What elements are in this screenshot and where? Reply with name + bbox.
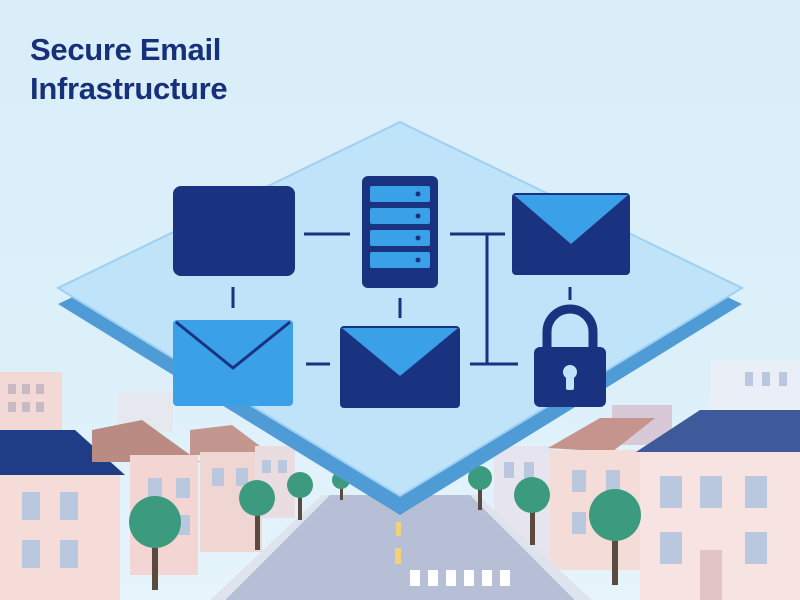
roof [0,430,125,475]
connectors [231,232,572,366]
roof [92,420,200,462]
envelope-icon [512,193,630,275]
street [210,495,592,600]
tree [589,489,641,541]
envelope-icon [173,320,293,406]
city-left [0,372,295,600]
page-title: Secure Email Infrastructure [30,30,228,108]
roof [636,410,800,452]
tree [468,466,492,490]
roof [190,425,272,455]
tree [129,496,181,548]
tree [514,477,550,513]
tree [287,472,313,498]
title-line-1: Secure Email [30,32,222,67]
trees [129,466,641,590]
title-line-2: Infrastructure [30,71,228,106]
server-icon [362,176,438,288]
tree [239,480,275,516]
laptop-screen-icon [173,186,295,276]
roof [548,418,655,452]
envelope-icon [340,326,460,408]
padlock-icon [534,304,606,407]
